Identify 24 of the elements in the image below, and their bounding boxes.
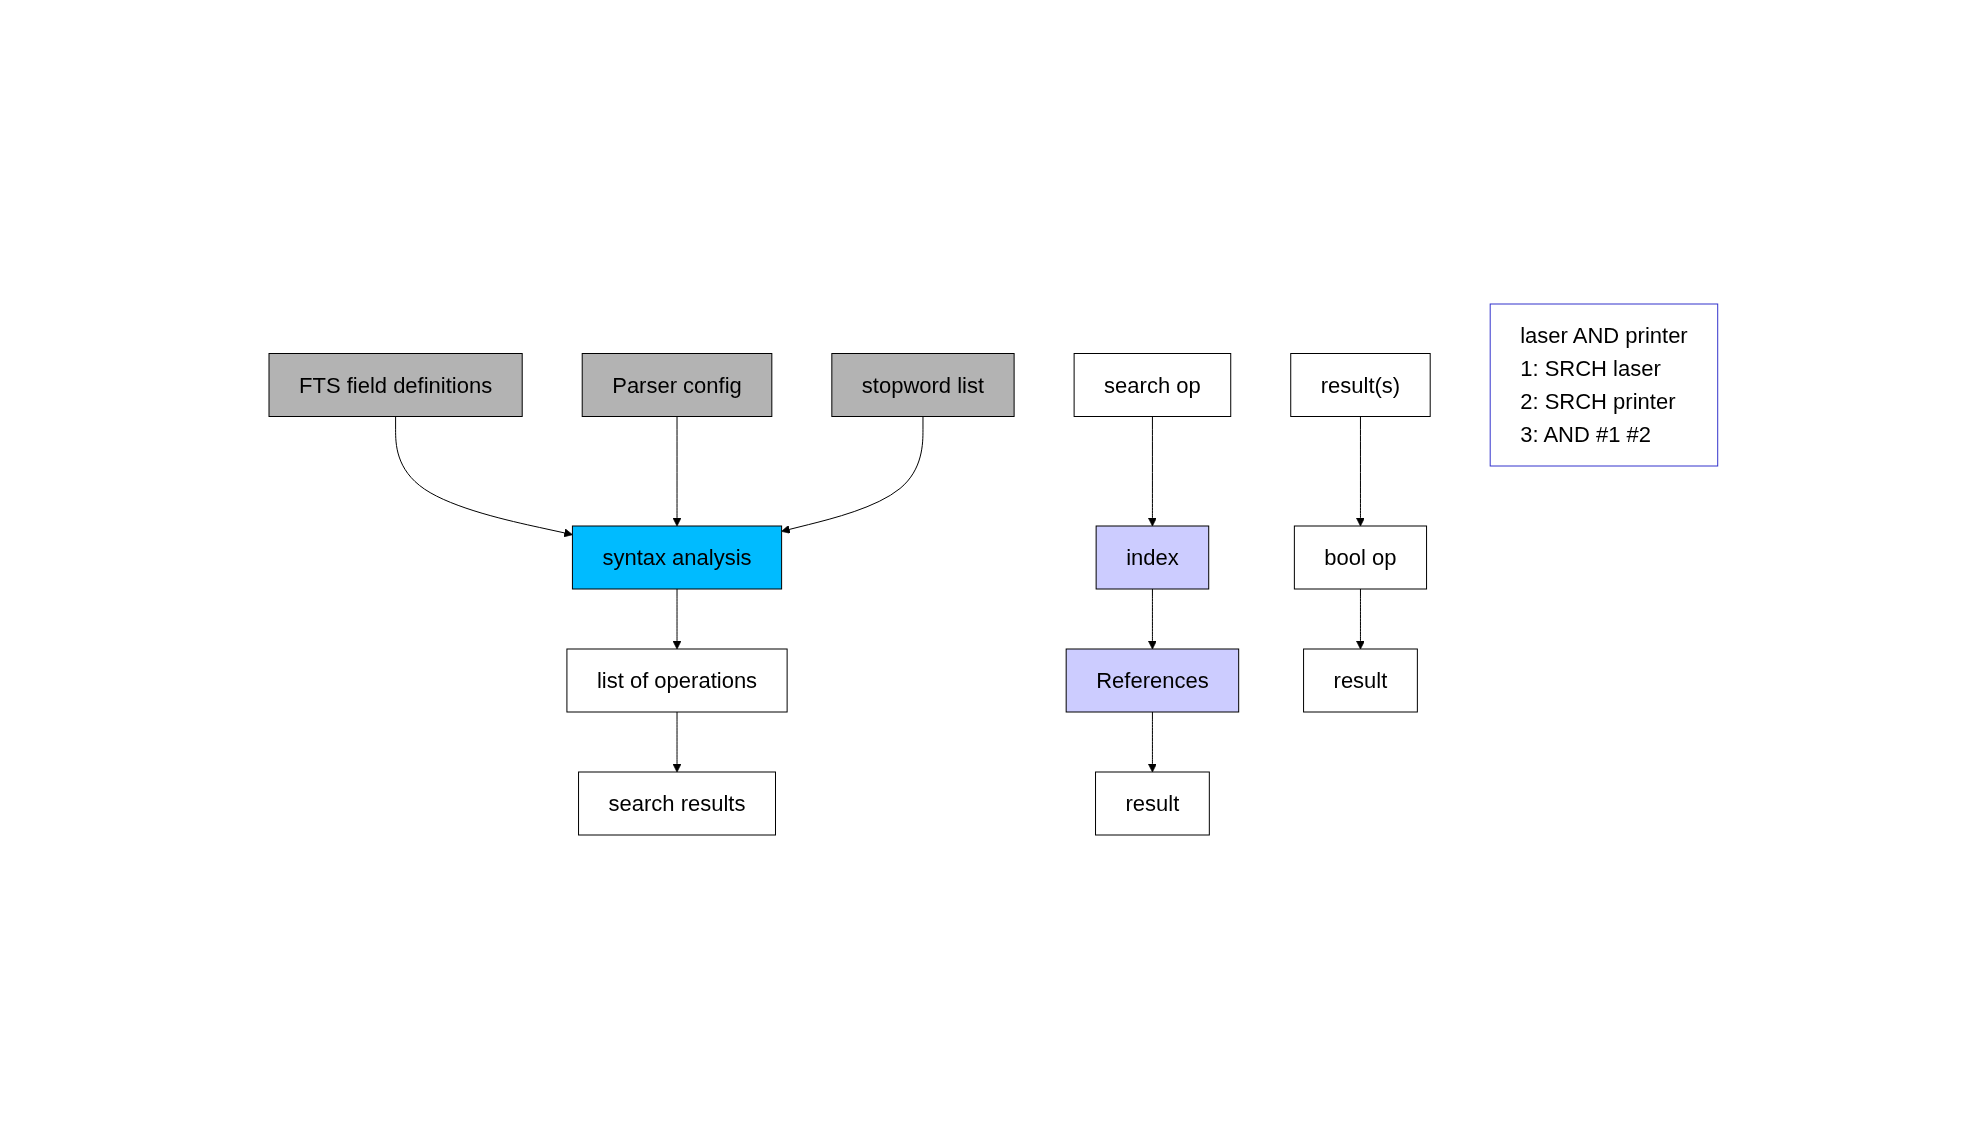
- node-box: result: [1302, 648, 1418, 713]
- arrow: [1355, 588, 1365, 650]
- node-box: index: [1095, 525, 1209, 590]
- arrow: [1147, 416, 1157, 527]
- node-box: search results: [577, 771, 776, 836]
- node-box: syntax analysis: [571, 525, 782, 590]
- node-box: search op: [1073, 353, 1231, 417]
- node-box: list of operations: [566, 648, 788, 713]
- arrow: [672, 416, 682, 527]
- node-box: Parser config: [581, 353, 772, 417]
- node-box: laser AND printer 1: SRCH laser 2: SRCH printer 3: AND #1 #2: [1489, 303, 1718, 467]
- arrow: [394, 416, 573, 538]
- arrow: [780, 416, 924, 534]
- node-box: bool op: [1293, 525, 1427, 590]
- arrow: [1355, 416, 1365, 527]
- node-box: FTS field definitions: [268, 353, 523, 417]
- arrow: [1147, 588, 1157, 650]
- node-box: stopword list: [830, 353, 1015, 417]
- node-box: result(s): [1289, 353, 1431, 417]
- arrow: [672, 711, 682, 773]
- node-box: References: [1065, 648, 1239, 713]
- arrow: [672, 588, 682, 650]
- arrow: [1147, 711, 1157, 773]
- node-box: result: [1094, 771, 1210, 836]
